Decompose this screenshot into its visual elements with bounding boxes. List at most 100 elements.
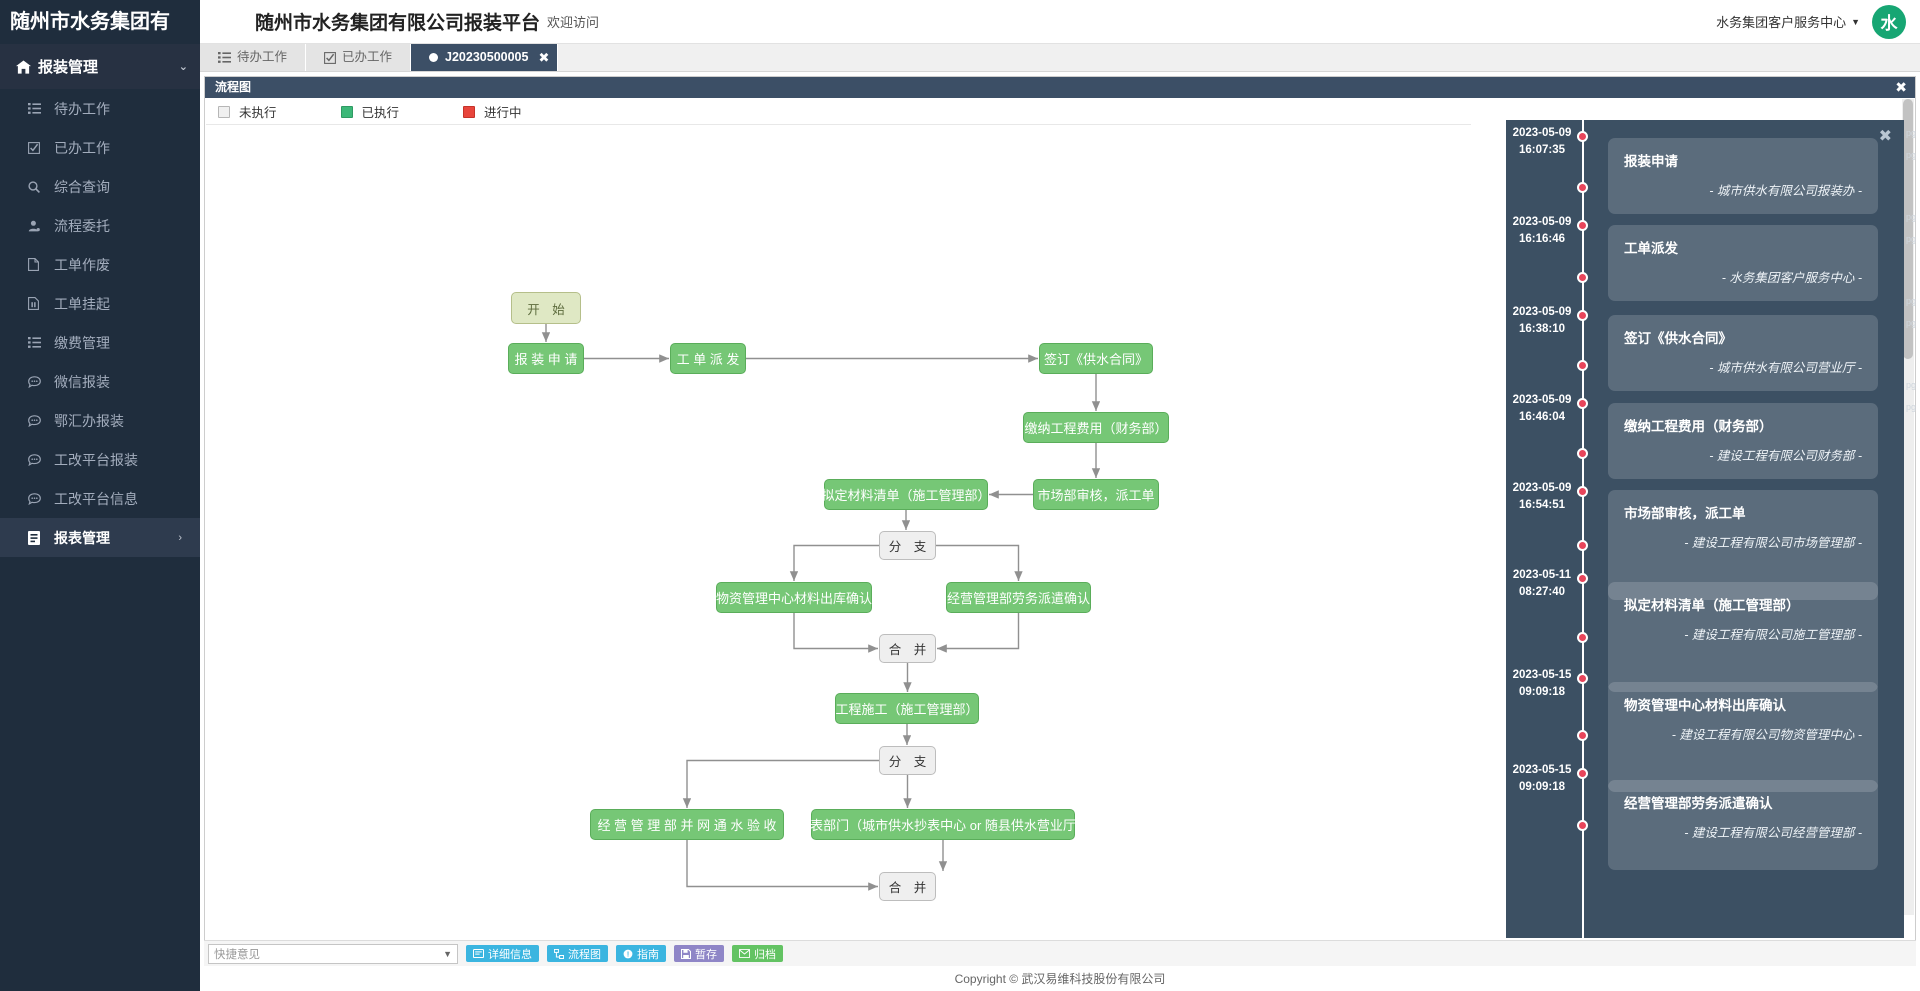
quick-opinion-placeholder: 快捷意见	[214, 948, 260, 961]
toolbar-button-2[interactable]: 流程图	[547, 945, 608, 962]
timeline-card[interactable]: 工单派发- 水务集团客户服务中心 -	[1608, 225, 1878, 301]
sidebar-item-9[interactable]: 鄂汇办报装	[0, 401, 200, 440]
timeline-dot	[1577, 398, 1588, 409]
timeline-card[interactable]: 经营管理部劳务派遣确认- 建设工程有限公司经营管理部 -	[1608, 780, 1878, 870]
timeline-card[interactable]: 签订《供水合同》- 城市供水有限公司营业厅 -	[1608, 315, 1878, 391]
close-icon[interactable]: ✖	[538, 50, 550, 65]
flow-node-label: 经 营 管 理 部 并 网 通 水 验 收	[597, 818, 777, 833]
sidebar-item-1[interactable]: 待办工作	[0, 89, 200, 128]
flow-node-gcsg[interactable]: 工程施工（施工管理部）	[835, 693, 979, 724]
flow-node-scbsh[interactable]: 市场部审核，派工单	[1033, 479, 1159, 510]
timeline-card[interactable]: 报装申请- 城市供水有限公司报装办 -	[1608, 138, 1878, 214]
question-icon: !	[623, 949, 633, 959]
sidebar-item-5[interactable]: 工单作废	[0, 245, 200, 284]
sidebar-item-label: 综合查询	[54, 178, 110, 195]
chevron-down-icon[interactable]: ▼	[443, 948, 452, 959]
toolbar-button-3[interactable]: !指南	[616, 945, 666, 962]
flow-node-label: 合 并	[888, 643, 927, 657]
timeline-card-title: 拟定材料清单（施工管理部）	[1624, 598, 1800, 613]
sidebar-item-7[interactable]: 缴费管理	[0, 323, 200, 362]
timeline-card[interactable]: 物资管理中心材料出库确认- 建设工程有限公司物资管理中心 -	[1608, 682, 1878, 792]
timeline-card[interactable]: 拟定材料清单（施工管理部）- 建设工程有限公司施工管理部 -	[1608, 582, 1878, 692]
close-icon[interactable]: ✖	[1895, 79, 1907, 95]
bottom-toolbar: 快捷意见 ▼ 详细信息流程图 !指南 暂存 归档	[204, 940, 1916, 966]
sidebar-item-label: 鄂汇办报装	[54, 412, 124, 429]
sidebar: 随州市水务集团有 报装管理 ⌄ 待办工作已办工作综合查询流程委托工单作废工单挂起…	[0, 0, 200, 991]
comment-icon	[28, 375, 54, 388]
sidebar-item-label: 已办工作	[54, 139, 110, 156]
flow-node-jngc[interactable]: 缴纳工程费用（财务部）	[1023, 412, 1169, 443]
flow-node-start[interactable]: 开 始	[511, 292, 581, 324]
save-icon	[681, 948, 691, 959]
chevron-down-icon[interactable]: ⌄	[178, 61, 188, 73]
tab-2[interactable]: 已办工作	[306, 44, 412, 71]
flow-node-ndcl[interactable]: 拟定材料清单（施工管理部）	[822, 479, 991, 510]
panel-scrollbar[interactable]	[1902, 99, 1914, 915]
flow-node-hb1[interactable]: 合 并	[879, 634, 936, 663]
flow-node-bzsq[interactable]: 报 装 申 请	[508, 343, 584, 374]
welcome-text: 欢迎访问	[547, 15, 600, 30]
flow-node-cbbm[interactable]: 抄表部门（城市供水抄表中心 or 随县供水营业厅）	[797, 809, 1089, 840]
flow-node-bwts[interactable]: 经 营 管 理 部 并 网 通 水 验 收	[590, 809, 784, 840]
scrollbar-thumb[interactable]	[1903, 99, 1913, 359]
sidebar-item-2[interactable]: 已办工作	[0, 128, 200, 167]
sidebar-item-4[interactable]: 流程委托	[0, 206, 200, 245]
flow-edge	[793, 613, 878, 653]
flow-node-label: 报 装 申 请	[514, 352, 578, 367]
legend-label: 已执行	[361, 106, 400, 120]
toolbar-button-label: 暂存	[695, 948, 717, 961]
flow-node-gdpf[interactable]: 工 单 派 发	[670, 343, 746, 374]
sidebar-item-3[interactable]: 综合查询	[0, 167, 200, 206]
flow-canvas[interactable]: 开 始报 装 申 请 工 单 派 发 签订《供水合同》缴纳工程费用（财务部） 市场部审…	[206, 125, 1471, 915]
timeline-dot-minor	[1577, 448, 1588, 459]
check-square-icon	[324, 51, 336, 64]
sidebar-item-report-management[interactable]: 报表管理 ›	[0, 518, 200, 557]
flow-node-jygl[interactable]: 经营管理部劳务派遣确认	[946, 582, 1091, 613]
sidebar-item-label: 微信报装	[54, 373, 110, 390]
timeline-date: 2023-05-15	[1512, 669, 1572, 681]
svg-text:!: !	[627, 951, 629, 958]
sidebar-item-11[interactable]: 工改平台信息	[0, 479, 200, 518]
flow-node-fz1[interactable]: 分 支	[879, 531, 936, 560]
timeline-card-title: 工单派发	[1624, 241, 1678, 256]
timeline-card[interactable]: 市场部审核，派工单- 建设工程有限公司市场管理部 -	[1608, 490, 1878, 600]
quick-opinion-select[interactable]: 快捷意见 ▼	[208, 943, 458, 964]
tab-3[interactable]: J20230500005✖	[411, 44, 559, 71]
tab-1[interactable]: 待办工作	[200, 44, 307, 71]
close-icon[interactable]: ✖	[1878, 128, 1892, 145]
flow-node-wzgl[interactable]: 物资管理中心材料出库确认	[716, 582, 872, 613]
topbar-right: 水务集团客户服务中心 ▼ 水	[1716, 4, 1920, 39]
flow-node-label: 抄表部门（城市供水抄表中心 or 随县供水营业厅）	[797, 818, 1089, 833]
tab-label: 待办工作	[237, 50, 288, 64]
timeline-time: 16:16:46	[1518, 233, 1566, 245]
timeline-dot	[1577, 673, 1588, 684]
timeline-date: 2023-05-09	[1512, 394, 1572, 406]
toolbar-button-5[interactable]: 归档	[732, 945, 783, 962]
report-icon	[28, 530, 54, 545]
timeline-dot-minor	[1577, 182, 1588, 193]
toolbar-button-4[interactable]: 暂存	[674, 945, 724, 962]
flow-node-fz2[interactable]: 分 支	[879, 746, 936, 775]
timeline-dot	[1577, 768, 1588, 779]
timeline-card-actor: - 建设工程有限公司物资管理中心 -	[1671, 728, 1862, 742]
flow-node-label: 工 单 派 发	[676, 352, 740, 367]
user-name[interactable]: 水务集团客户服务中心	[1716, 15, 1847, 30]
home-icon	[16, 59, 38, 74]
legend: 未执行已执行进行中	[206, 99, 1471, 125]
file-icon	[28, 258, 54, 271]
search-icon	[28, 180, 54, 193]
flow-node-qdht[interactable]: 签订《供水合同》	[1039, 343, 1153, 374]
avatar[interactable]: 水	[1872, 4, 1906, 39]
sidebar-item-10[interactable]: 工改平台报装	[0, 440, 200, 479]
sidebar-group-baozhuang[interactable]: 报装管理 ⌄	[0, 44, 200, 89]
sidebar-item-8[interactable]: 微信报装	[0, 362, 200, 401]
timeline-dot-minor	[1577, 272, 1588, 283]
sidebar-item-6[interactable]: 工单挂起	[0, 284, 200, 323]
flow-node-hb2[interactable]: 合 并	[879, 872, 936, 901]
chevron-down-icon[interactable]: ▼	[1851, 16, 1860, 27]
timeline-date: 2023-05-11	[1512, 569, 1572, 581]
toolbar-button-1[interactable]: 详细信息	[466, 945, 539, 962]
timeline-card[interactable]: 缴纳工程费用（财务部）- 建设工程有限公司财务部 -	[1608, 403, 1878, 479]
sidebar-item-label: 缴费管理	[54, 334, 110, 351]
